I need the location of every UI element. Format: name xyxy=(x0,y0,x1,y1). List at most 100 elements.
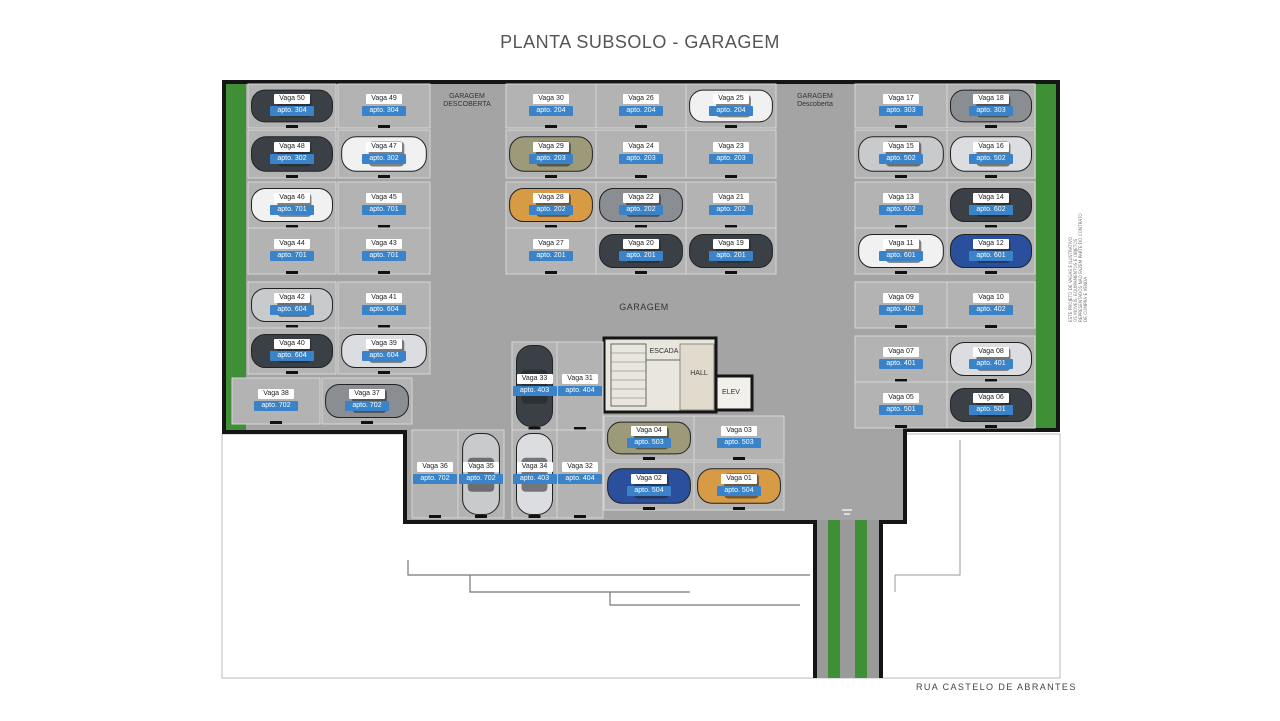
wheel-stop xyxy=(545,175,557,178)
apartment-tag: apto. 503 xyxy=(717,438,761,448)
apartment-tag: apto. 504 xyxy=(717,486,761,496)
spot-number: Vaga 45 xyxy=(366,193,402,203)
apartment-tag: apto. 501 xyxy=(969,405,1013,415)
wheel-stop xyxy=(895,325,907,328)
apartment-tag: apto. 202 xyxy=(619,205,663,215)
parking-spot-label: Vaga 03 apto. 503 xyxy=(710,426,768,450)
parking-spot-label: Vaga 16 apto. 502 xyxy=(962,142,1020,166)
spot-number: Vaga 40 xyxy=(274,339,310,349)
grass-right xyxy=(1036,82,1058,430)
spot-number: Vaga 08 xyxy=(973,347,1009,357)
spot-number: Vaga 38 xyxy=(258,389,294,399)
wheel-stop xyxy=(286,225,298,228)
street-name: RUA CASTELO DE ABRANTES xyxy=(916,682,1077,692)
wheel-stop xyxy=(985,425,997,428)
side-notes: ESTE PROJETO DE VAGAS É ILUSTRATIVO OS M… xyxy=(1068,82,1096,322)
apartment-tag: apto. 602 xyxy=(879,205,923,215)
spot-number: Vaga 03 xyxy=(721,426,757,436)
wheel-stop xyxy=(545,225,557,228)
apartment-tag: apto. 701 xyxy=(270,205,314,215)
apartment-tag: apto. 604 xyxy=(362,351,406,361)
spot-number: Vaga 30 xyxy=(533,94,569,104)
spot-number: Vaga 42 xyxy=(274,293,310,303)
apartment-tag: apto. 302 xyxy=(362,154,406,164)
spot-number: Vaga 48 xyxy=(274,142,310,152)
spot-number: Vaga 07 xyxy=(883,347,919,357)
spot-number: Vaga 12 xyxy=(973,239,1009,249)
parking-spot-label: Vaga 49 apto. 304 xyxy=(355,94,413,118)
parking-spot-label: Vaga 22 apto. 202 xyxy=(612,193,670,217)
escada-label: ESCADA xyxy=(649,348,679,355)
spot-number: Vaga 17 xyxy=(883,94,919,104)
spot-number: Vaga 11 xyxy=(883,239,919,249)
elevator xyxy=(714,374,754,412)
wheel-stop xyxy=(429,515,441,518)
spot-number: Vaga 16 xyxy=(973,142,1009,152)
parking-spot-label: Vaga 45 apto. 701 xyxy=(355,193,413,217)
wheel-stop xyxy=(643,457,655,460)
apartment-tag: apto. 404 xyxy=(558,474,602,484)
spot-number: Vaga 36 xyxy=(417,462,453,472)
spot-number: Vaga 39 xyxy=(366,339,402,349)
wheel-stop xyxy=(725,225,737,228)
spot-number: Vaga 49 xyxy=(366,94,402,104)
apartment-tag: apto. 304 xyxy=(270,106,314,116)
wheel-stop xyxy=(725,125,737,128)
hall-label: HALL xyxy=(690,370,708,377)
spot-number: Vaga 46 xyxy=(274,193,310,203)
spot-number: Vaga 22 xyxy=(623,193,659,203)
apartment-tag: apto. 402 xyxy=(969,305,1013,315)
parking-spot-label: Vaga 11 apto. 601 xyxy=(872,239,930,263)
stair xyxy=(610,343,647,407)
spot-number: Vaga 18 xyxy=(973,94,1009,104)
spot-number: Vaga 09 xyxy=(883,293,919,303)
wheel-stop xyxy=(643,507,655,510)
wheel-stop xyxy=(895,425,907,428)
apartment-tag: apto. 701 xyxy=(362,251,406,261)
spot-number: Vaga 14 xyxy=(973,193,1009,203)
wheel-stop xyxy=(895,225,907,228)
apartment-tag: apto. 201 xyxy=(529,251,573,261)
wheel-stop xyxy=(635,125,647,128)
parking-spot-label: Vaga 39 apto. 604 xyxy=(355,339,413,363)
spot-number: Vaga 32 xyxy=(562,462,598,472)
wheel-stop xyxy=(635,271,647,274)
wheel-stop xyxy=(378,371,390,374)
entrance-marker xyxy=(842,509,852,515)
apartment-tag: apto. 502 xyxy=(969,154,1013,164)
apartment-tag: apto. 503 xyxy=(627,438,671,448)
apartment-tag: apto. 604 xyxy=(362,305,406,315)
spot-number: Vaga 44 xyxy=(274,239,310,249)
ramp-grass-right xyxy=(855,520,867,678)
apartment-tag: apto. 203 xyxy=(709,154,753,164)
apartment-tag: apto. 204 xyxy=(709,106,753,116)
apartment-tag: apto. 502 xyxy=(879,154,923,164)
parking-spot-label: Vaga 46 apto. 701 xyxy=(263,193,321,217)
spot-number: Vaga 10 xyxy=(973,293,1009,303)
apartment-tag: apto. 701 xyxy=(362,205,406,215)
spot-number: Vaga 25 xyxy=(713,94,749,104)
apartment-tag: apto. 304 xyxy=(362,106,406,116)
elev-label: ELEV xyxy=(722,389,740,396)
apartment-tag: apto. 601 xyxy=(879,251,923,261)
apartment-tag: apto. 604 xyxy=(270,351,314,361)
wheel-stop xyxy=(545,125,557,128)
wheel-stop xyxy=(725,271,737,274)
apartment-tag: apto. 504 xyxy=(627,486,671,496)
